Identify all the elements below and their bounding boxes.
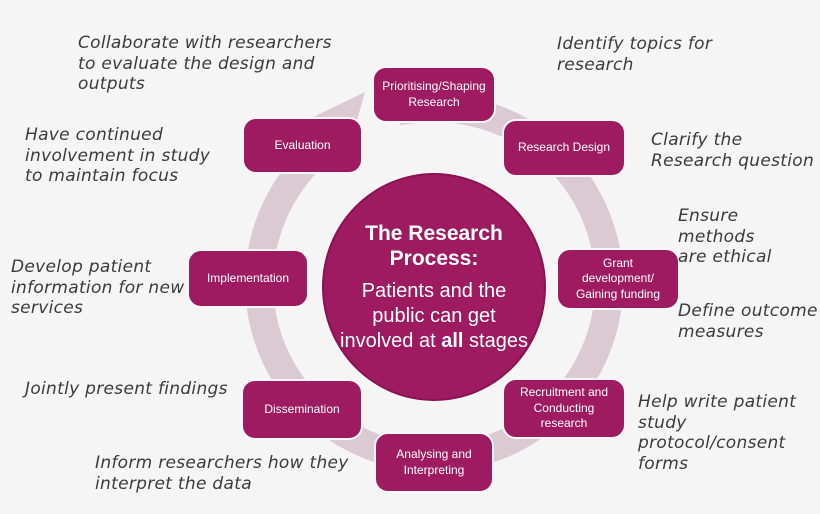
stage-label: Implementation: [206, 270, 290, 285]
annotation-identify-topics: Identify topics for research: [557, 34, 713, 75]
annotation-jointly-present: Jointly present findings: [25, 379, 228, 399]
stage-label: Dissemination: [264, 401, 340, 416]
stage-recruitment-and-conducting-research: Recruitment and Conducting research: [502, 378, 626, 439]
stage-label: Prioritising/Shaping Research: [382, 78, 486, 109]
diagram-subtitle: Patients and the public can get involved…: [340, 279, 528, 352]
stage-label: Research Design: [517, 140, 611, 155]
center-circle: The Research Process: Patients and the p…: [322, 173, 546, 401]
stage-label: Grant development/ Gaining funding: [575, 255, 661, 301]
stage-grant-development-gaining-funding: Grant development/ Gaining funding: [556, 248, 680, 310]
annotation-inform-interpretation: Inform researchers how they interpret th…: [95, 453, 349, 494]
annotation-help-write-protocol: Help write patient study protocol/consen…: [638, 392, 797, 475]
annotation-define-outcomes: Define outcome measures: [678, 301, 818, 342]
stage-evaluation: Evaluation: [242, 117, 363, 174]
emphasis-all: all: [441, 329, 464, 352]
stage-label: Evaluation: [274, 137, 331, 152]
stage-analysing-and-interpreting: Analysing and Interpreting: [374, 432, 494, 493]
stage-implementation: Implementation: [187, 249, 309, 308]
stage-dissemination: Dissemination: [241, 379, 363, 440]
annotation-clarify-question: Clarify the Research question: [651, 130, 815, 171]
annotation-continued-involvement: Have continued involvement in study to m…: [25, 125, 211, 187]
annotation-ensure-ethical: Ensure methods are ethical: [678, 206, 772, 268]
stage-research-design: Research Design: [502, 119, 626, 177]
annotation-develop-information: Develop patient information for new serv…: [11, 257, 185, 319]
stage-label: Analysing and Interpreting: [396, 446, 472, 477]
diagram-title: The Research Process:: [365, 221, 503, 271]
stage-prioritising-shaping-research: Prioritising/Shaping Research: [372, 66, 496, 123]
annotation-collaborate-evaluate: Collaborate with researchers to evaluate…: [78, 33, 332, 95]
stage-label: Recruitment and Conducting research: [519, 385, 609, 431]
